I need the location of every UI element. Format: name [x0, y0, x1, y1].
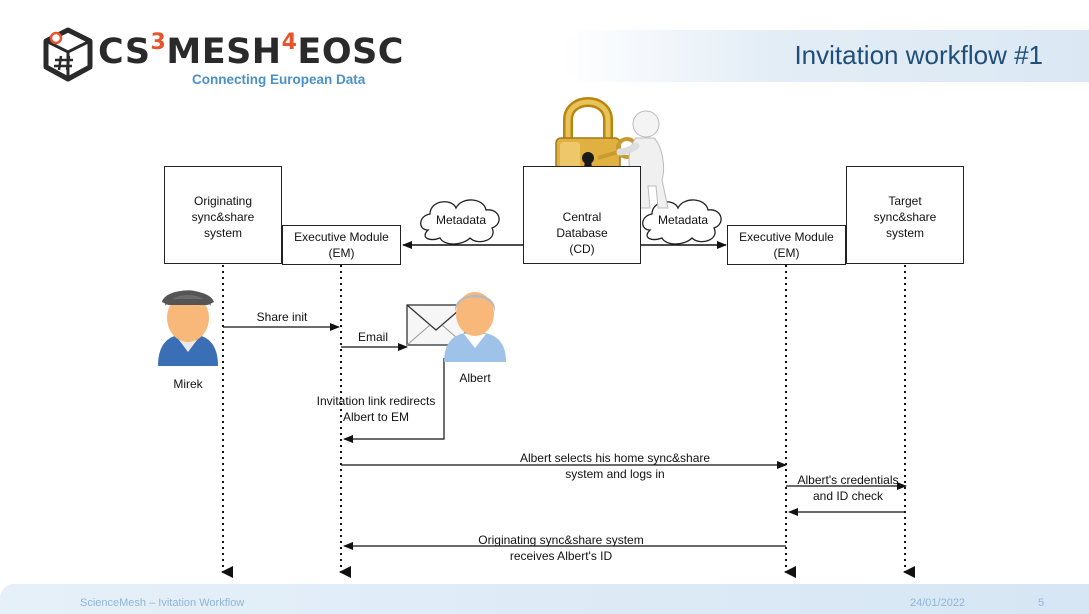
page-number: 5 — [1038, 597, 1045, 609]
originating-system-box: Originating sync&share system — [164, 166, 282, 264]
mirek-label: Mirek — [173, 377, 203, 391]
mirek-avatar-icon — [158, 290, 218, 366]
metadata-left-label: Metadata — [435, 213, 487, 227]
central-database-label: Central Database (CD) — [556, 210, 608, 256]
albert-label: Albert — [459, 371, 491, 385]
target-system-box: Target sync&share system — [846, 166, 964, 264]
originating-system-label: Originating sync&share system — [191, 194, 255, 240]
metadata-right-label: Metadata — [657, 213, 709, 227]
albert-avatar-icon — [444, 292, 506, 362]
metadata-cloud-right — [642, 199, 722, 245]
em-right-label: Executive Module (EM) — [739, 230, 834, 260]
em-left-box: Executive Module (EM) — [282, 225, 401, 265]
logo-text: CS3MESH4EOSC — [98, 30, 404, 72]
receives-label: Originating sync&share system receives A… — [478, 533, 644, 563]
metadata-cloud-left — [420, 199, 500, 245]
footer-band — [0, 584, 1089, 614]
target-system-label: Target sync&share system — [873, 194, 937, 240]
arrow-invitation — [343, 358, 445, 443]
logo-subtitle: Connecting European Data — [192, 72, 366, 87]
credentials-label: Albert's credentials and ID check — [797, 473, 899, 503]
invitation-label: Invitation link redirects Albert to EM — [316, 394, 436, 424]
page-title: Invitation workflow #1 — [794, 40, 1043, 70]
em-left-label: Executive Module (EM) — [294, 230, 389, 260]
em-right-box: Executive Module (EM) — [727, 225, 846, 265]
footer-date: 24/01/2022 — [910, 597, 966, 609]
email-label: Email — [357, 330, 388, 344]
footer-title: ScienceMesh – Ivitation Workflow — [80, 597, 245, 609]
selects-label: Albert selects his home sync&share syste… — [519, 451, 711, 481]
central-database-box: Central Database (CD) — [523, 166, 641, 264]
share-init-label: Share init — [256, 310, 308, 324]
title-band — [560, 30, 1089, 82]
logo-cube-icon — [43, 27, 93, 82]
